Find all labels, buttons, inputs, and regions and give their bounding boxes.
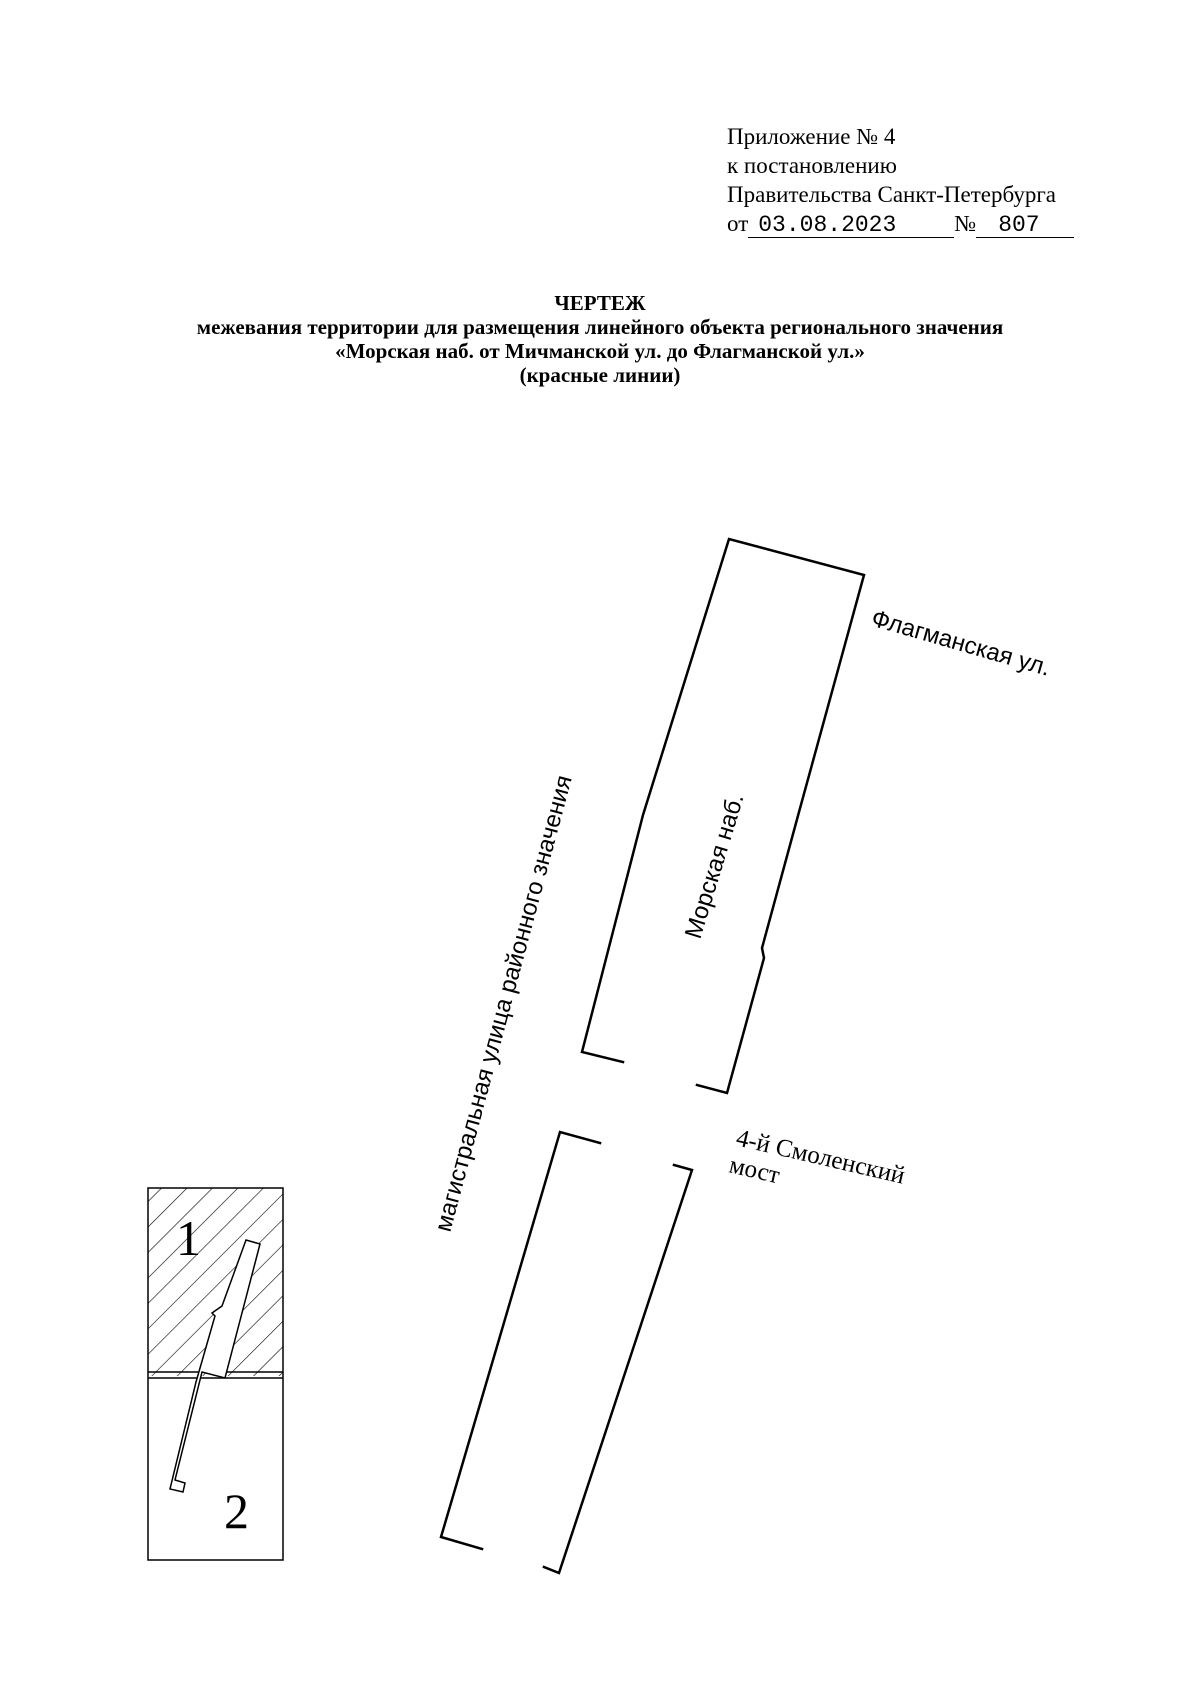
number-prefix: № [954,211,977,236]
appendix-line-3: Правительства Санкт-Петербурга [727,182,1056,207]
index-map: 1 2 [147,1187,284,1561]
red-line-lower-left [439,1130,602,1551]
date-value: 03.08.2023 [748,212,955,238]
number-value: 807 [976,212,1075,238]
appendix-line-2: к постановлению [727,153,897,178]
title-heading: ЧЕРТЕЖ [554,291,646,315]
red-line-upper [580,537,866,1095]
appendix-block: Приложение № 4 к постановлению Правитель… [727,122,1087,238]
label-magistral: магистральная улица районного значения [430,772,578,1234]
index-sheet-1-number: 1 [176,1210,201,1266]
date-prefix: от [727,211,749,236]
label-flagmanskaya: Флагманская ул. [868,605,1053,682]
title-line-3: (красные линии) [519,363,681,387]
index-frame [147,1187,284,1561]
red-line-lower-right [542,1163,694,1575]
appendix-line-1: Приложение № 4 [727,124,896,149]
title-line-2: «Морская наб. от Мичманской ул. до Флагм… [335,339,865,363]
index-object-outline [169,1239,261,1493]
document-title: ЧЕРТЕЖ межевания территории для размещен… [0,291,1200,387]
index-sheet-2-number: 2 [224,1483,249,1539]
title-line-1: межевания территории для размещения лине… [196,315,1004,339]
label-morskaya: Морская наб. [680,790,750,941]
